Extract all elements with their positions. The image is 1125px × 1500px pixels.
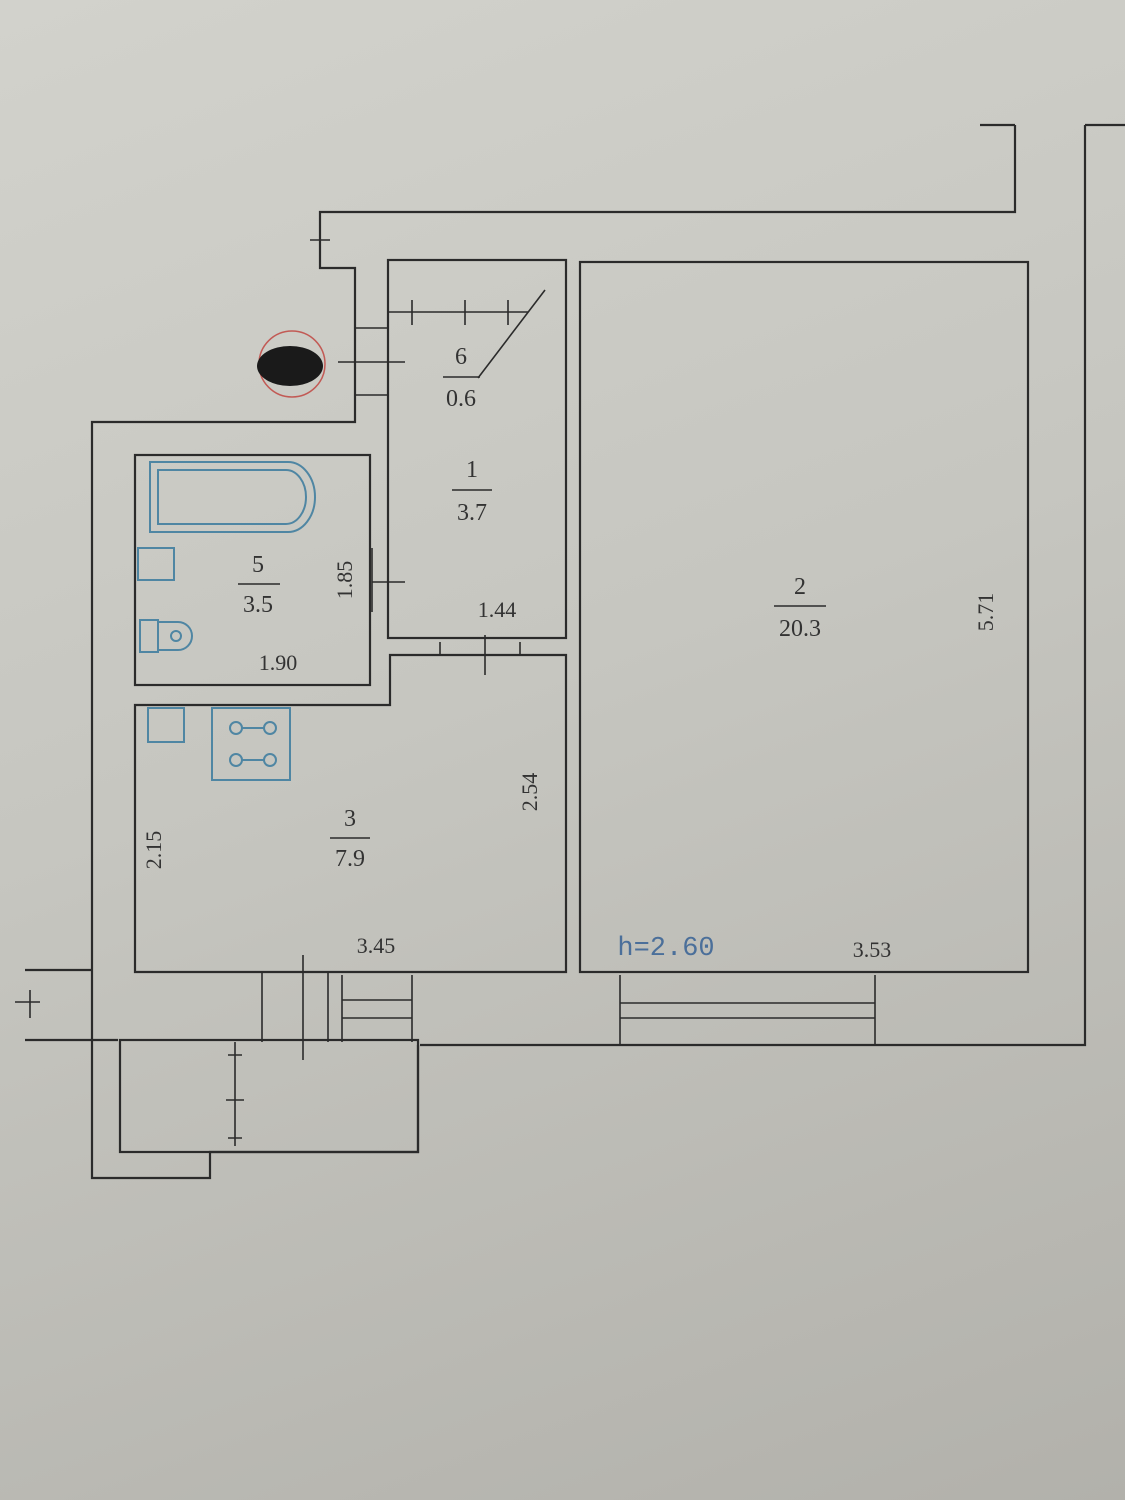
room-label-1: 1 3.7 (452, 457, 492, 526)
room-number: 6 (455, 344, 467, 370)
kitchen-sink-icon (147, 707, 185, 743)
room-number: 1 (466, 457, 478, 483)
room-area: 7.9 (335, 846, 365, 872)
living-room (578, 260, 1030, 974)
room-area: 3.7 (457, 500, 487, 526)
dim-bath-height: 1.85 (332, 561, 357, 600)
windows-balcony (118, 955, 876, 1154)
sink-icon (137, 547, 175, 581)
ceiling-height: h=2.60 (617, 934, 714, 964)
room-number: 3 (344, 806, 356, 832)
dim-bath-width: 1.90 (259, 650, 298, 675)
room-label-3: 3 7.9 (330, 806, 370, 872)
redacted-mark (257, 330, 326, 398)
room-number: 2 (794, 574, 806, 600)
dim-living-length: 5.71 (973, 593, 998, 632)
room-area: 0.6 (446, 386, 476, 412)
room-label-6: 6 0.6 (443, 344, 480, 412)
room-area: 20.3 (779, 616, 821, 642)
kitchen (133, 635, 568, 974)
dim-hall-width: 1.44 (478, 597, 517, 622)
hall-closet (338, 258, 568, 640)
stove-icon (211, 707, 291, 781)
dim-kitchen-width-side: 2.15 (141, 831, 166, 870)
dim-living-width: 3.53 (853, 937, 892, 962)
room-label-2: 2 20.3 (774, 574, 826, 642)
room-number: 5 (252, 552, 264, 578)
dim-kitchen-length: 2.54 (517, 773, 542, 812)
dim-kitchen-width: 3.45 (357, 933, 396, 958)
toilet-icon (139, 619, 193, 653)
room-label-5: 5 3.5 (238, 552, 280, 618)
bathtub-icon (149, 461, 316, 533)
outer-walls (15, 123, 1125, 1180)
room-area: 3.5 (243, 592, 273, 618)
bathroom (133, 453, 405, 687)
